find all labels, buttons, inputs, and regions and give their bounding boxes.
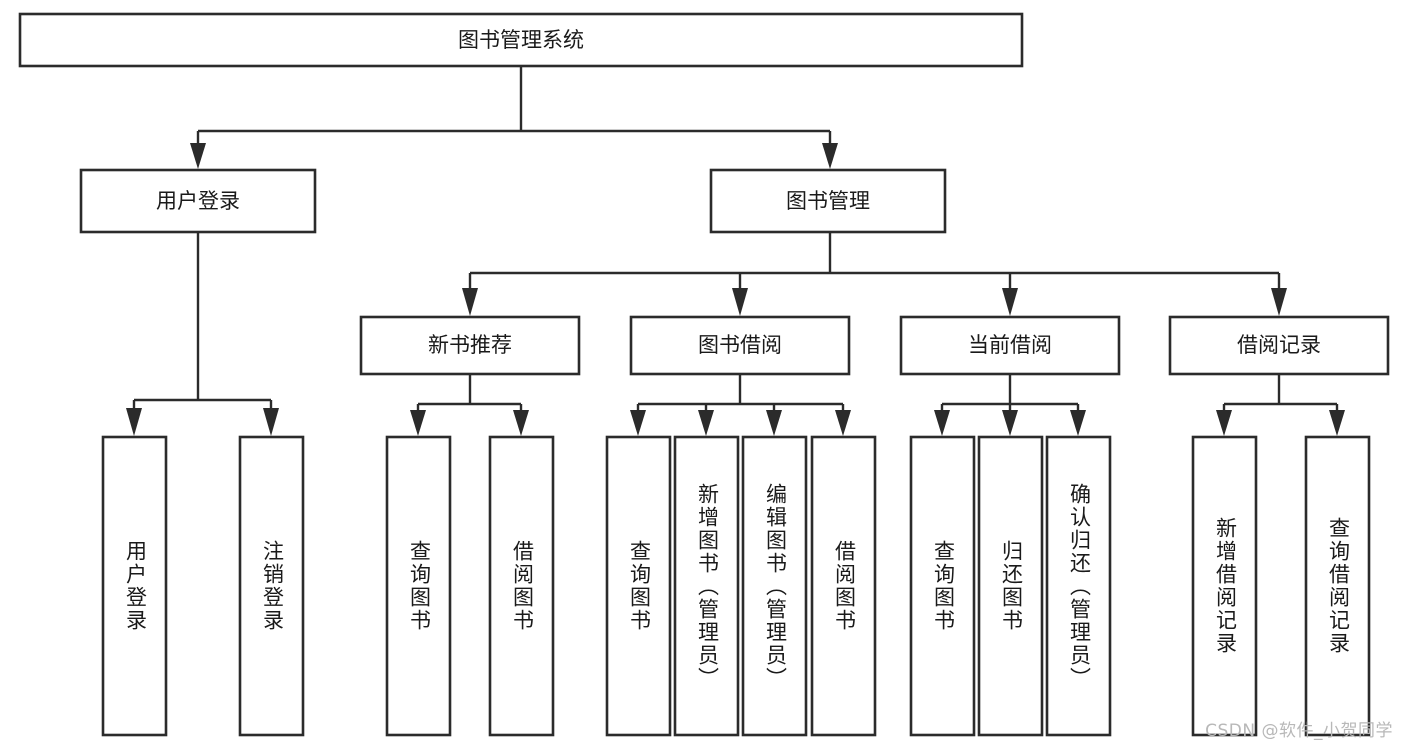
leaf-box-logout-login[interactable]	[238, 435, 305, 737]
node-new-book-recommend-label: 新书推荐	[428, 333, 512, 357]
node-book-borrow-label: 图书借阅	[698, 333, 782, 357]
arrow-to-book-manage-icon	[822, 143, 838, 169]
node-book-borrow-box[interactable]	[629, 315, 851, 376]
arrow-to-user-login-icon	[190, 143, 206, 169]
leaf-box-query-borrow-record[interactable]	[1304, 435, 1371, 737]
arrow-nbr-leaf0-icon	[410, 410, 426, 436]
node-root-box[interactable]	[18, 12, 1024, 68]
arrow-ul-leaf0-icon	[126, 408, 142, 436]
node-current-borrow-box[interactable]	[899, 315, 1121, 376]
leaf-box-edit-book-admin[interactable]	[741, 435, 808, 737]
node-book-manage-label: 图书管理	[786, 189, 870, 213]
node-root[interactable]: 图书管理系统	[18, 12, 1024, 68]
arrow-bb-leaf0-icon	[630, 410, 646, 436]
node-new-book-recommend-box[interactable]	[359, 315, 581, 376]
node-book-manage-box[interactable]	[709, 168, 947, 234]
arrow-to-book-borrow-icon	[732, 288, 748, 316]
arrow-bb-leaf1-icon	[698, 410, 714, 436]
node-borrow-record-box[interactable]	[1168, 315, 1390, 376]
arrow-cb-leaf0-icon	[934, 410, 950, 436]
leaf-box-return-book[interactable]	[977, 435, 1044, 737]
node-new-book-recommend[interactable]: 新书推荐	[359, 315, 581, 376]
leaf-box-borrow-book-1[interactable]	[488, 435, 555, 737]
arrow-br-leaf0-icon	[1216, 410, 1232, 436]
node-user-login[interactable]: 用户登录	[79, 168, 317, 234]
arrow-br-leaf1-icon	[1329, 410, 1345, 436]
node-current-borrow[interactable]: 当前借阅	[899, 315, 1121, 376]
arrow-ul-leaf1-icon	[263, 408, 279, 436]
node-borrow-record-label: 借阅记录	[1237, 333, 1321, 357]
arrow-to-current-borrow-icon	[1002, 288, 1018, 316]
node-user-login-label: 用户登录	[156, 189, 240, 213]
node-book-borrow[interactable]: 图书借阅	[629, 315, 851, 376]
arrow-to-new-book-recommend-icon	[462, 288, 478, 316]
node-user-login-box[interactable]	[79, 168, 317, 234]
leaf-box-borrow-book-2[interactable]	[810, 435, 877, 737]
watermark: CSDN @软件_小贺同学	[1205, 721, 1393, 741]
leaf-box-confirm-return-admin[interactable]	[1045, 435, 1112, 737]
node-current-borrow-label: 当前借阅	[968, 333, 1052, 357]
arrow-bb-leaf3-icon	[835, 410, 851, 436]
node-book-manage[interactable]: 图书管理	[709, 168, 947, 234]
arrow-bb-leaf2-icon	[766, 410, 782, 436]
leaf-box-add-borrow-record[interactable]	[1191, 435, 1258, 737]
leaf-box-query-book-3[interactable]	[909, 435, 976, 737]
node-root-label: 图书管理系统	[458, 28, 584, 52]
connector-layer	[126, 66, 1345, 436]
node-borrow-record[interactable]: 借阅记录	[1168, 315, 1390, 376]
leaf-box-query-book-1[interactable]	[385, 435, 452, 737]
leaf-box-add-book-admin[interactable]	[673, 435, 740, 737]
leaf-box-query-book-2[interactable]	[605, 435, 672, 737]
arrow-cb-leaf1-icon	[1002, 410, 1018, 436]
leaf-box-user-login[interactable]	[101, 435, 168, 737]
arrow-cb-leaf2-icon	[1070, 410, 1086, 436]
arrow-to-borrow-record-icon	[1271, 288, 1287, 316]
arrow-nbr-leaf1-icon	[513, 410, 529, 436]
